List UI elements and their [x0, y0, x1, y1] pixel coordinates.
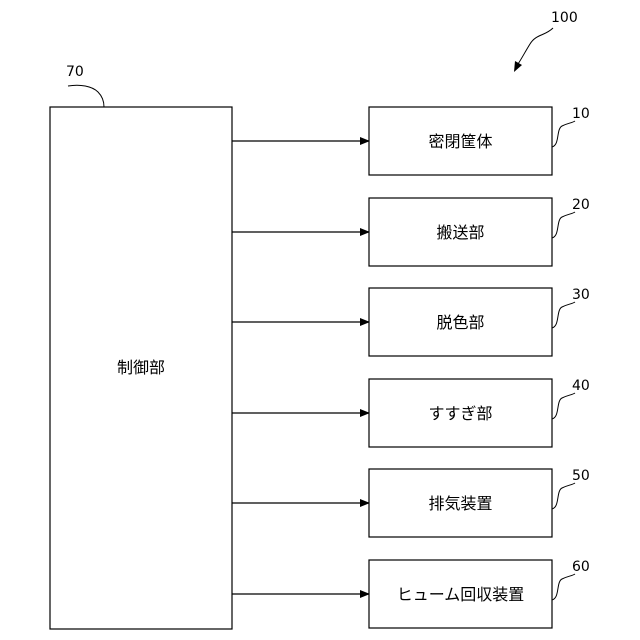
- component-label: 脱色部: [436, 313, 484, 332]
- system-ref-arrow: [518, 28, 553, 64]
- controller-ref-label: 70: [66, 64, 84, 80]
- component-block: ヒューム回収装置 60: [232, 559, 590, 628]
- component-ref-label: 40: [572, 378, 590, 394]
- component-label: 排気装置: [428, 494, 492, 513]
- system-ref-arrowhead: [514, 61, 522, 72]
- component-label: すすぎ部: [428, 404, 492, 423]
- component-ref-label: 10: [572, 106, 590, 122]
- component-ref-leader: [552, 393, 575, 419]
- component-ref-leader: [552, 574, 575, 600]
- component-ref-leader: [552, 483, 575, 509]
- component-ref-leader: [552, 302, 575, 328]
- component-label: 搬送部: [436, 223, 484, 242]
- controller-label: 制御部: [117, 358, 165, 377]
- controller-ref-leader: [68, 85, 104, 107]
- component-block: 脱色部 30: [232, 287, 590, 356]
- component-block: 排気装置 50: [232, 468, 590, 537]
- component-ref-leader: [552, 121, 575, 147]
- component-block: 搬送部 20: [232, 197, 590, 266]
- component-ref-label: 60: [572, 559, 590, 575]
- components-layer: 密閉筐体 10 搬送部 20 脱色部 30 すすぎ部 40 排気装置 50 ヒューム回収装置 60: [232, 106, 590, 628]
- component-ref-label: 50: [572, 468, 590, 484]
- component-ref-label: 30: [572, 287, 590, 303]
- component-label: ヒューム回収装置: [397, 585, 525, 604]
- component-ref-leader: [552, 212, 575, 238]
- system-ref-label: 100: [551, 10, 578, 26]
- component-label: 密閉筐体: [428, 132, 492, 151]
- component-ref-label: 20: [572, 197, 590, 213]
- component-block: すすぎ部 40: [232, 378, 590, 447]
- component-block: 密閉筐体 10: [232, 106, 590, 175]
